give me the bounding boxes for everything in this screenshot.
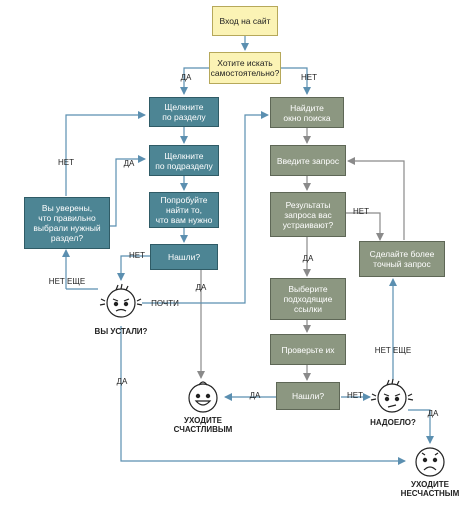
label-no-found-right: НЕТ: [347, 391, 363, 400]
label-yes-results: ДА: [302, 254, 314, 263]
node-choose-links: Выберите подходящие ссылки: [270, 278, 346, 320]
label-tired-question: ВЫ УСТАЛИ?: [94, 327, 148, 336]
label-leave-happy: УХОДИТЕ СЧАСТЛИВЫМ: [173, 416, 233, 434]
label-leave-unhappy: УХОДИТЕ НЕСЧАСТНЫМ: [400, 480, 460, 498]
label-yes-left-top: ДА: [180, 73, 192, 82]
label-yes-found-left: ДА: [195, 283, 207, 292]
label-yes-sure: ДА: [123, 159, 135, 168]
node-found-right: Нашли?: [276, 382, 340, 410]
node-check-them: Проверьте их: [270, 334, 346, 365]
label-no-more-right: НЕТ ЕЩЕ: [374, 346, 412, 355]
label-no-sure: НЕТ: [58, 158, 74, 167]
label-yes-found-right: ДА: [249, 391, 261, 400]
frustrated-face-icon: [99, 283, 143, 318]
node-find-search: Найдите окно поиска: [270, 97, 344, 128]
node-found-left: Нашли?: [150, 244, 218, 270]
happy-face-icon: [188, 381, 218, 413]
label-almost: ПОЧТИ: [151, 299, 179, 308]
node-refine-query: Сделайте более точный запрос: [359, 241, 445, 277]
node-try-find: Попробуйте найти то, что вам нужно: [149, 192, 219, 228]
connectors: [62, 36, 434, 465]
label-no-right-top: НЕТ: [301, 73, 317, 82]
node-sure-section: Вы уверены, что правильно выбрали нужный…: [24, 197, 110, 249]
label-no-more-left: НЕТ ЕЩЕ: [48, 277, 86, 286]
label-no-results: НЕТ: [353, 207, 369, 216]
sad-face-icon: [415, 447, 445, 477]
node-click-subsection: Щелкните по подразделу: [149, 145, 219, 176]
node-start: Вход на сайт: [212, 6, 278, 36]
label-yes-tired: ДА: [116, 377, 128, 386]
node-enter-query: Введите запрос: [270, 145, 346, 176]
node-question-self: Хотите искать самостоятельно?: [209, 52, 281, 84]
label-yes-fed-up: ДА: [427, 409, 439, 418]
node-click-section: Щелкните по разделу: [149, 97, 219, 127]
label-fed-up-question: НАДОЕЛО?: [370, 418, 416, 427]
frustrated-face-icon: [370, 378, 414, 413]
node-results-ok: Результаты запроса вас устраивают?: [270, 192, 346, 237]
label-no-found-left: НЕТ: [129, 251, 145, 260]
